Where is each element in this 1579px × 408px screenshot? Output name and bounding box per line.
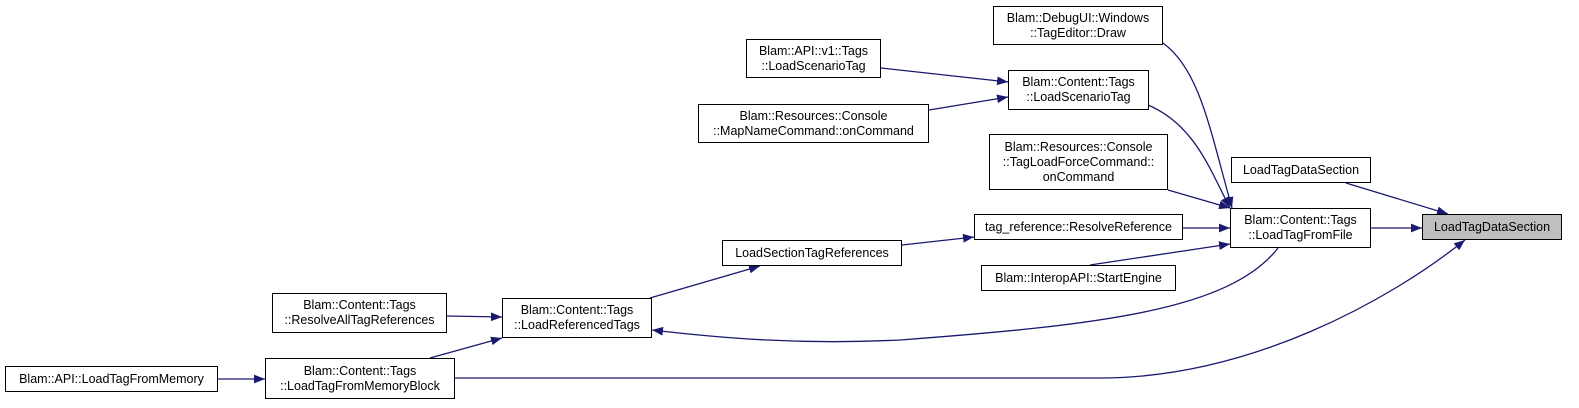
- node-label-line: ::LoadTagFromMemoryBlock: [280, 378, 440, 393]
- edge-referenced-to-sectionrefs: [649, 264, 761, 299]
- edge-startengine-to-file: [1089, 241, 1231, 266]
- node-label-line: ::LoadTagFromFile: [1248, 228, 1353, 242]
- node-label-line: Blam::Content::Tags: [1022, 75, 1135, 89]
- node-tag-editor-draw[interactable]: Blam::DebugUI::Windows::TagEditor::Draw: [993, 6, 1163, 45]
- node-label-line: tag_reference::ResolveReference: [985, 219, 1172, 234]
- edge-apiscenario-to-scenario: [880, 67, 1009, 86]
- node-label-line: Blam::API::LoadTagFromMemory: [19, 371, 204, 386]
- node-resolve-reference[interactable]: tag_reference::ResolveReference: [974, 214, 1183, 240]
- node-content-load-scenario-tag[interactable]: Blam::Content::Tags::LoadScenarioTag: [1008, 70, 1149, 110]
- edge-resolveall-to-referenced: [446, 312, 503, 322]
- node-label-line: Blam::Content::Tags: [520, 303, 634, 317]
- node-load-section-tag-references[interactable]: LoadSectionTagReferences: [722, 240, 902, 266]
- node-label-line: ::MapNameCommand::onCommand: [713, 123, 914, 138]
- edge-sectionrefs-to-resolveref: [901, 233, 975, 246]
- edge-tageditor-to-file: [1162, 42, 1234, 209]
- node-label-line: LoadTagDataSection: [1242, 162, 1360, 177]
- edge-caller-to-main: [1345, 182, 1449, 216]
- edge-memoryblock-to-referenced: [429, 336, 503, 359]
- node-load-tag-data-section-caller[interactable]: LoadTagDataSection: [1231, 157, 1371, 183]
- node-label-line: LoadSectionTagReferences: [735, 245, 889, 260]
- node-map-name-command[interactable]: Blam::Resources::Console::MapNameCommand…: [698, 104, 929, 143]
- node-start-engine[interactable]: Blam::InteropAPI::StartEngine: [981, 265, 1176, 291]
- edge-forcecmd-to-file: [1167, 189, 1231, 210]
- node-label-line: Blam::InteropAPI::StartEngine: [995, 270, 1162, 285]
- node-load-tag-data-section-main[interactable]: LoadTagDataSection: [1422, 214, 1562, 240]
- node-label-line: Blam::Content::Tags: [303, 298, 416, 312]
- edge-scenario-to-file: [1147, 104, 1231, 209]
- node-load-tag-from-file[interactable]: Blam::Content::Tags::LoadTagFromFile: [1230, 208, 1371, 248]
- edge-file-to-referenced: [651, 247, 1279, 343]
- node-label-line: ::TagEditor::Draw: [1030, 25, 1126, 40]
- node-api-load-scenario-tag[interactable]: Blam::API::v1::Tags::LoadScenarioTag: [746, 39, 881, 78]
- node-label-line: ::LoadScenarioTag: [1026, 90, 1131, 104]
- node-api-load-tag-from-memory[interactable]: Blam::API::LoadTagFromMemory: [5, 366, 218, 392]
- node-label-line: Blam::API::v1::Tags: [758, 43, 869, 58]
- node-label-line: ::TagLoadForceCommand::: [1002, 154, 1155, 169]
- node-label-line: ::ResolveAllTagReferences: [284, 313, 435, 327]
- node-load-referenced-tags[interactable]: Blam::Content::Tags::LoadReferencedTags: [502, 298, 652, 338]
- node-label-line: Blam::Content::Tags: [1244, 213, 1357, 227]
- node-tag-load-force-command[interactable]: Blam::Resources::Console::TagLoadForceCo…: [989, 134, 1168, 190]
- node-label-line: ::LoadReferencedTags: [514, 318, 640, 332]
- edge-mapname-to-scenario: [928, 94, 1009, 111]
- edge-memoryblock-to-main: [455, 239, 1466, 379]
- node-label-line: Blam::Resources::Console: [1004, 139, 1153, 154]
- node-label-line: Blam::Content::Tags: [303, 363, 417, 378]
- node-label-line: Blam::DebugUI::Windows: [1006, 10, 1150, 25]
- node-label-line: LoadTagDataSection: [1433, 219, 1551, 234]
- node-load-tag-from-memory-block[interactable]: Blam::Content::Tags::LoadTagFromMemoryBl…: [265, 358, 455, 399]
- node-label-line: Blam::Resources::Console: [739, 108, 888, 123]
- node-label-line: onCommand: [1042, 169, 1115, 184]
- node-label-line: ::LoadScenarioTag: [761, 58, 866, 73]
- node-resolve-all-tag-references[interactable]: Blam::Content::Tags::ResolveAllTagRefere…: [272, 293, 447, 333]
